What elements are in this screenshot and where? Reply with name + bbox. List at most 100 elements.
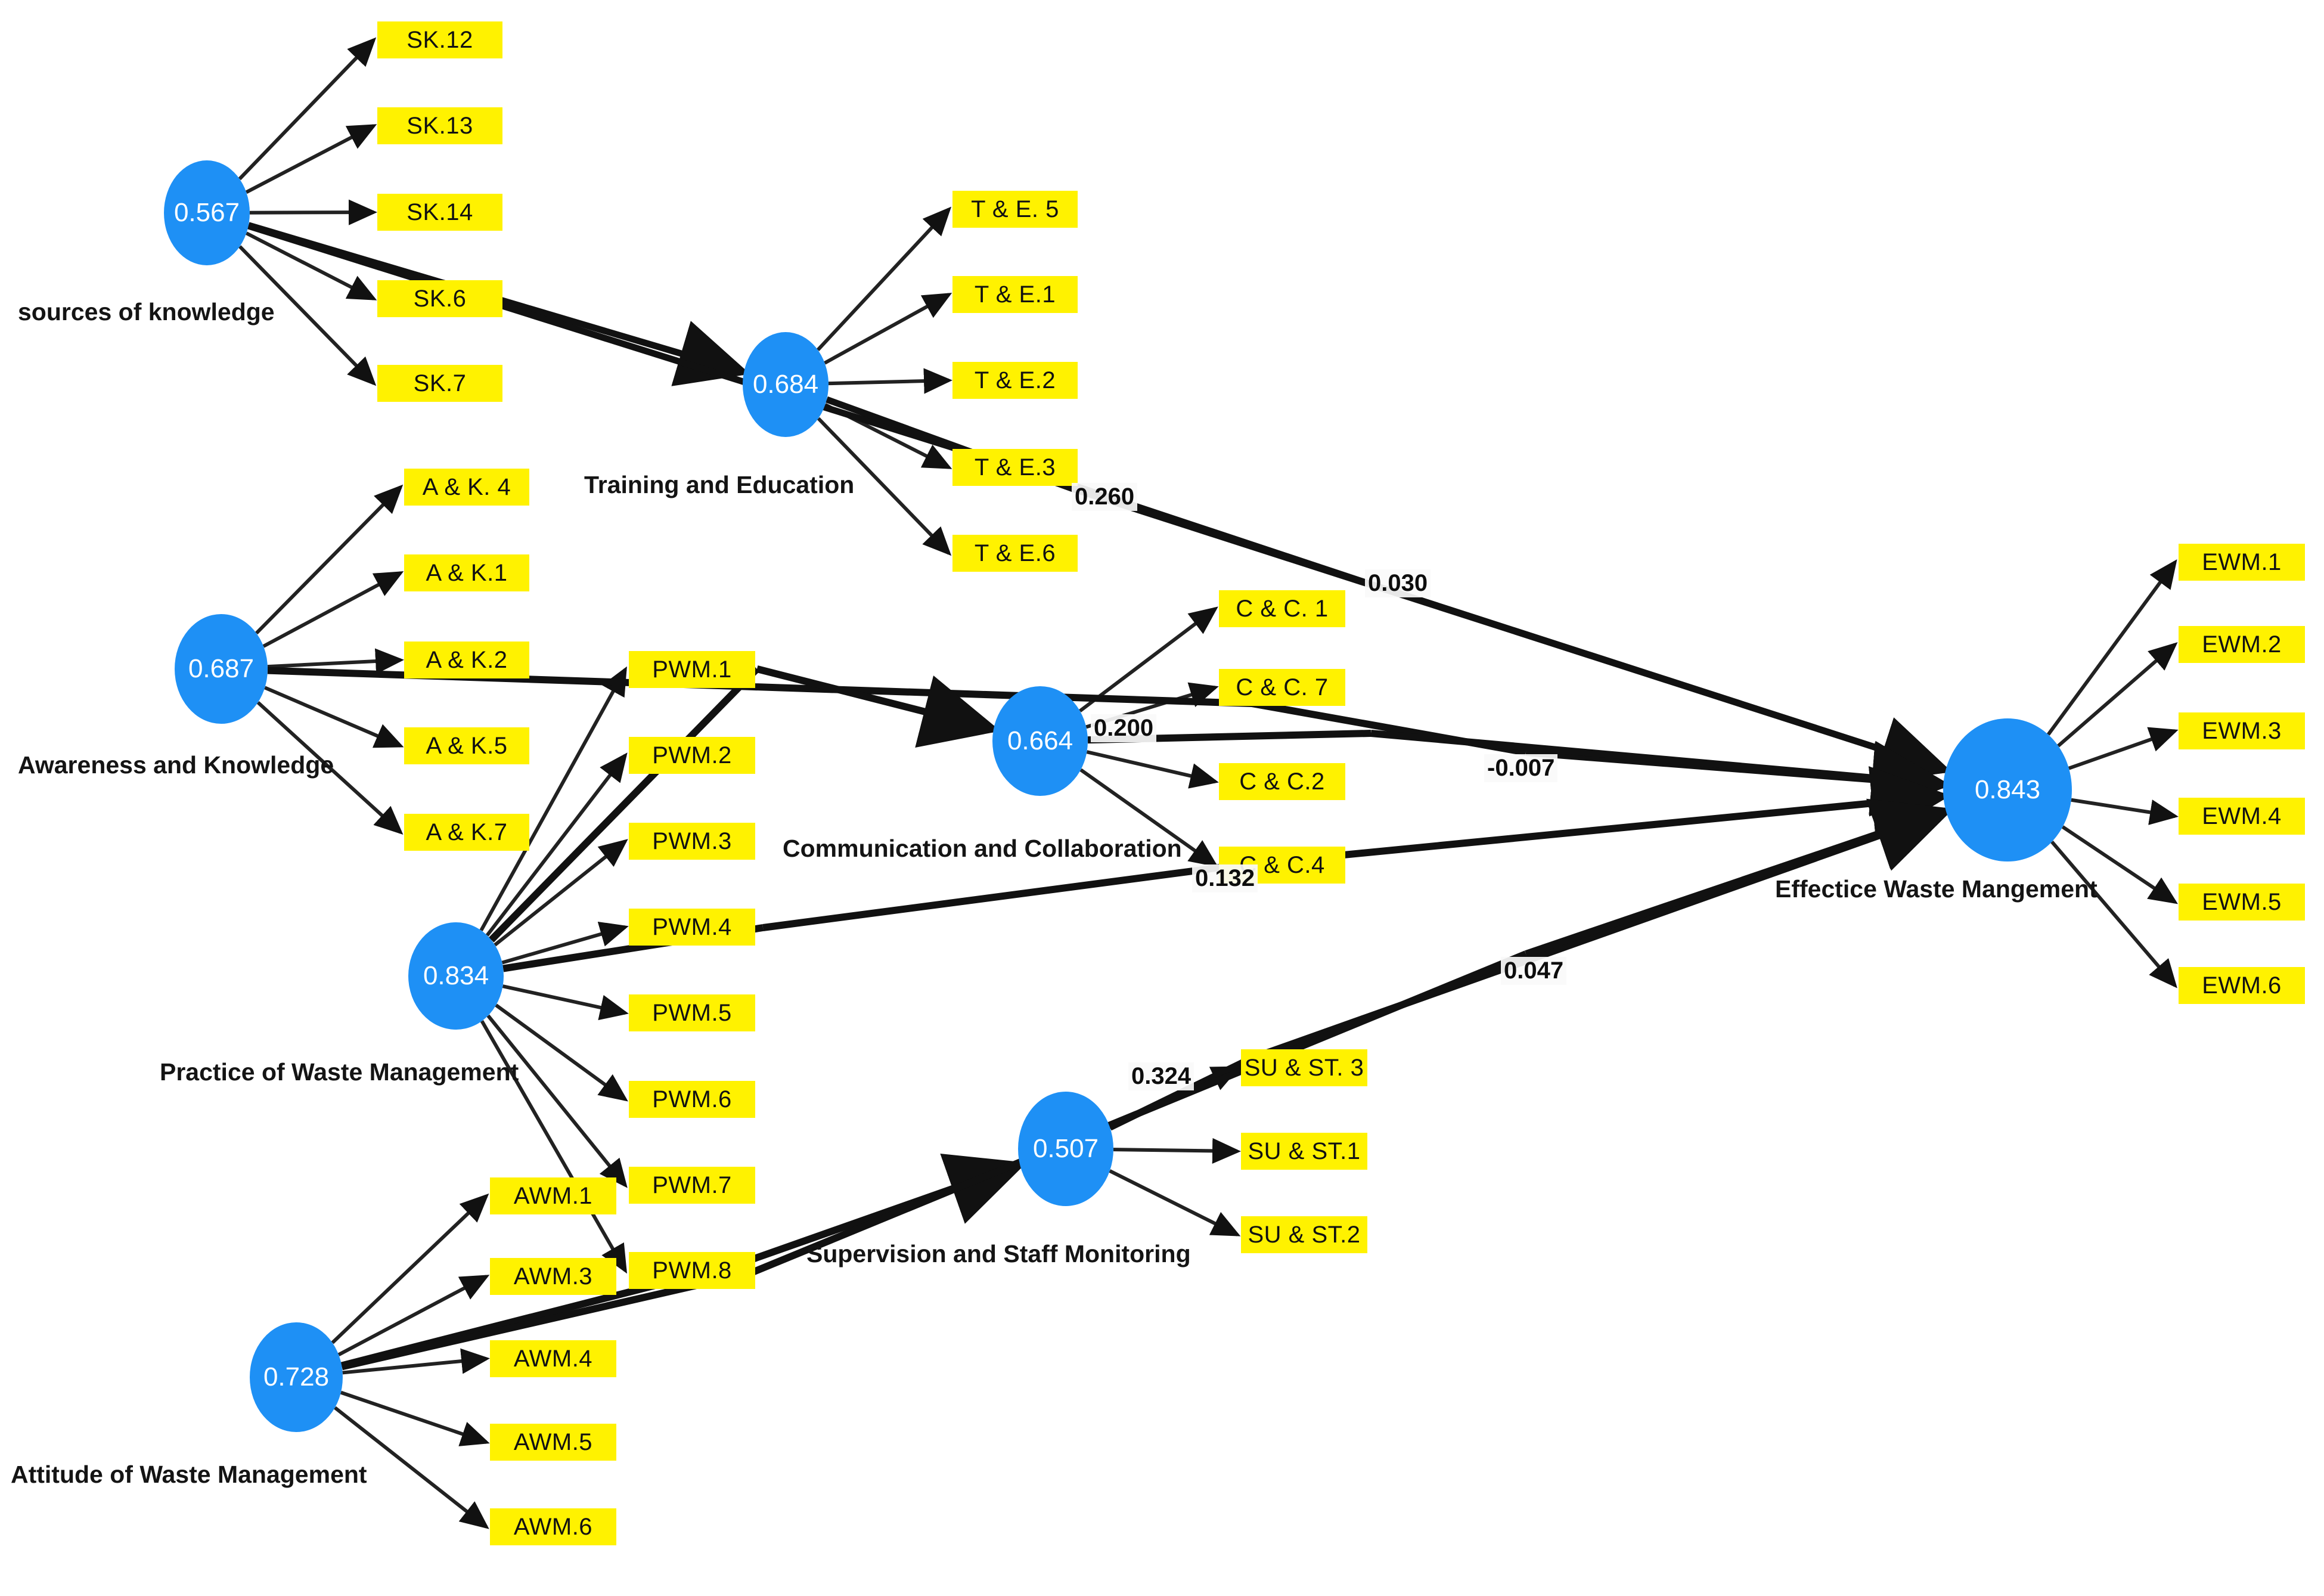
edge-line bbox=[2046, 559, 2177, 736]
indicator-ak-2[interactable]: A & K.2 bbox=[404, 642, 529, 678]
construct-sk-node[interactable]: 0.567 bbox=[164, 160, 250, 265]
edge-line bbox=[486, 1014, 628, 1188]
edge-line bbox=[480, 1020, 627, 1274]
edge-line bbox=[494, 839, 628, 947]
edge-line bbox=[2050, 840, 2177, 988]
edge-line bbox=[495, 1003, 628, 1102]
edge-line bbox=[342, 1348, 490, 1375]
edge-line bbox=[1109, 1169, 1241, 1236]
indicator-awm-1[interactable]: AWM.1 bbox=[490, 1177, 616, 1214]
indicator-awm-3[interactable]: AWM.3 bbox=[490, 1258, 616, 1295]
edge-line bbox=[816, 206, 952, 351]
indicator-pwm-5[interactable]: PWM.5 bbox=[629, 994, 755, 1031]
construct-awm-node[interactable]: 0.728 bbox=[250, 1322, 343, 1432]
edge-line bbox=[1370, 730, 1951, 815]
indicator-awm-4[interactable]: AWM.4 bbox=[490, 1340, 616, 1377]
path-coefficient-sk-te: 0.030 bbox=[1365, 569, 1431, 597]
indicator-cc-7[interactable]: C & C. 7 bbox=[1219, 669, 1345, 706]
edge-line bbox=[756, 665, 1001, 748]
indicator-ak-1[interactable]: A & K.1 bbox=[404, 554, 529, 591]
edge-line bbox=[485, 752, 628, 937]
edge-line bbox=[2061, 825, 2178, 904]
edge-line bbox=[331, 1193, 489, 1344]
indicator-te-3[interactable]: T & E.3 bbox=[952, 449, 1078, 486]
construct-su-node[interactable]: 0.507 bbox=[1018, 1092, 1113, 1206]
indicator-awm-6[interactable]: AWM.6 bbox=[490, 1508, 616, 1545]
indicator-sk-6[interactable]: SK.6 bbox=[377, 280, 502, 317]
edge-line bbox=[817, 417, 952, 556]
edge-line bbox=[245, 231, 377, 300]
indicator-pwm-7[interactable]: PWM.7 bbox=[629, 1167, 755, 1204]
indicator-pwm-4[interactable]: PWM.4 bbox=[629, 909, 755, 946]
indicator-ewm-4[interactable]: EWM.4 bbox=[2179, 798, 2305, 835]
construct-su-caption: Supervision and Staff Monitoring bbox=[806, 1240, 1191, 1267]
indicator-te-1[interactable]: T & E.1 bbox=[952, 276, 1078, 313]
construct-te-caption: Training and Education bbox=[584, 471, 855, 498]
edge-line bbox=[824, 293, 952, 365]
edge-line bbox=[238, 245, 377, 386]
indicator-ak-5[interactable]: A & K.5 bbox=[404, 727, 529, 764]
path-coefficient-awm-ewm: 0.047 bbox=[1501, 957, 1567, 985]
indicator-te-2[interactable]: T & E.2 bbox=[952, 362, 1078, 399]
indicator-sk-13[interactable]: SK.13 bbox=[377, 107, 502, 144]
edge-line bbox=[1072, 485, 1952, 783]
edge-line bbox=[1113, 1138, 1241, 1164]
indicator-sk-12[interactable]: SK.12 bbox=[377, 21, 502, 58]
indicator-pwm-8[interactable]: PWM.8 bbox=[629, 1252, 755, 1289]
edge-line bbox=[340, 1390, 490, 1446]
construct-sk-caption: sources of knowledge bbox=[18, 298, 275, 326]
construct-te-node[interactable]: 0.684 bbox=[743, 332, 829, 437]
indicator-cc-1[interactable]: C & C. 1 bbox=[1219, 590, 1345, 627]
indicator-ewm-2[interactable]: EWM.2 bbox=[2179, 626, 2305, 663]
edge-line bbox=[262, 571, 404, 648]
indicator-pwm-1[interactable]: PWM.1 bbox=[629, 651, 755, 688]
construct-ak-node[interactable]: 0.687 bbox=[175, 614, 268, 724]
construct-cc-caption: Communication and Collaboration bbox=[783, 835, 1182, 862]
construct-pwm-caption: Practice of Waste Management bbox=[160, 1058, 519, 1086]
edge-line bbox=[249, 199, 377, 225]
edge-line bbox=[488, 666, 760, 943]
edge-line bbox=[1079, 606, 1218, 712]
indicator-ewm-5[interactable]: EWM.5 bbox=[2179, 884, 2305, 921]
construct-ewm-node[interactable]: 0.843 bbox=[1943, 718, 2072, 861]
edge-line bbox=[1079, 768, 1218, 867]
indicator-pwm-2[interactable]: PWM.2 bbox=[629, 737, 755, 774]
edge-line bbox=[479, 666, 627, 932]
edge-line bbox=[828, 368, 952, 394]
edge-line bbox=[2057, 642, 2178, 748]
edge-line bbox=[334, 1406, 489, 1529]
path-coefficient-ak-ewm: -0.007 bbox=[1484, 754, 1558, 782]
construct-pwm-node[interactable]: 0.834 bbox=[408, 922, 504, 1030]
indicator-ewm-6[interactable]: EWM.6 bbox=[2179, 967, 2305, 1004]
indicator-ak-7[interactable]: A & K.7 bbox=[404, 814, 529, 851]
edge-line bbox=[337, 1275, 490, 1356]
construct-cc-node[interactable]: 0.664 bbox=[992, 686, 1088, 796]
indicator-pwm-6[interactable]: PWM.6 bbox=[629, 1081, 755, 1118]
edge-line bbox=[1525, 798, 1953, 957]
edge-line bbox=[2071, 798, 2179, 825]
path-coefficient-cc-ewm: 0.200 bbox=[1091, 714, 1157, 742]
indicator-cc-2[interactable]: C & C.2 bbox=[1219, 763, 1345, 800]
edge-line bbox=[2068, 727, 2179, 770]
construct-awm-caption: Attitude of Waste Management bbox=[11, 1461, 367, 1488]
edge-line bbox=[238, 37, 377, 181]
indicator-sk-14[interactable]: SK.14 bbox=[377, 194, 502, 231]
indicator-awm-5[interactable]: AWM.5 bbox=[490, 1424, 616, 1461]
indicator-ewm-1[interactable]: EWM.1 bbox=[2179, 544, 2305, 581]
indicator-te-5[interactable]: T & E. 5 bbox=[952, 191, 1078, 228]
indicator-sk-7[interactable]: SK.7 bbox=[377, 365, 502, 402]
indicator-pwm-3[interactable]: PWM.3 bbox=[629, 823, 755, 860]
indicator-sust-2[interactable]: SU & ST.2 bbox=[1241, 1216, 1367, 1253]
edge-line bbox=[255, 484, 404, 635]
indicator-sust-3[interactable]: SU & ST. 3 bbox=[1241, 1049, 1367, 1086]
edge-line bbox=[501, 921, 629, 965]
edge-line bbox=[1086, 750, 1219, 789]
indicator-ewm-3[interactable]: EWM.3 bbox=[2179, 712, 2305, 749]
path-coefficient-pwm-ewm: 0.132 bbox=[1192, 864, 1258, 892]
edge-line bbox=[502, 984, 629, 1021]
indicator-ak-4[interactable]: A & K. 4 bbox=[404, 469, 529, 506]
indicator-sust-1[interactable]: SU & ST.1 bbox=[1241, 1133, 1367, 1170]
indicator-te-6[interactable]: T & E.6 bbox=[952, 535, 1078, 572]
